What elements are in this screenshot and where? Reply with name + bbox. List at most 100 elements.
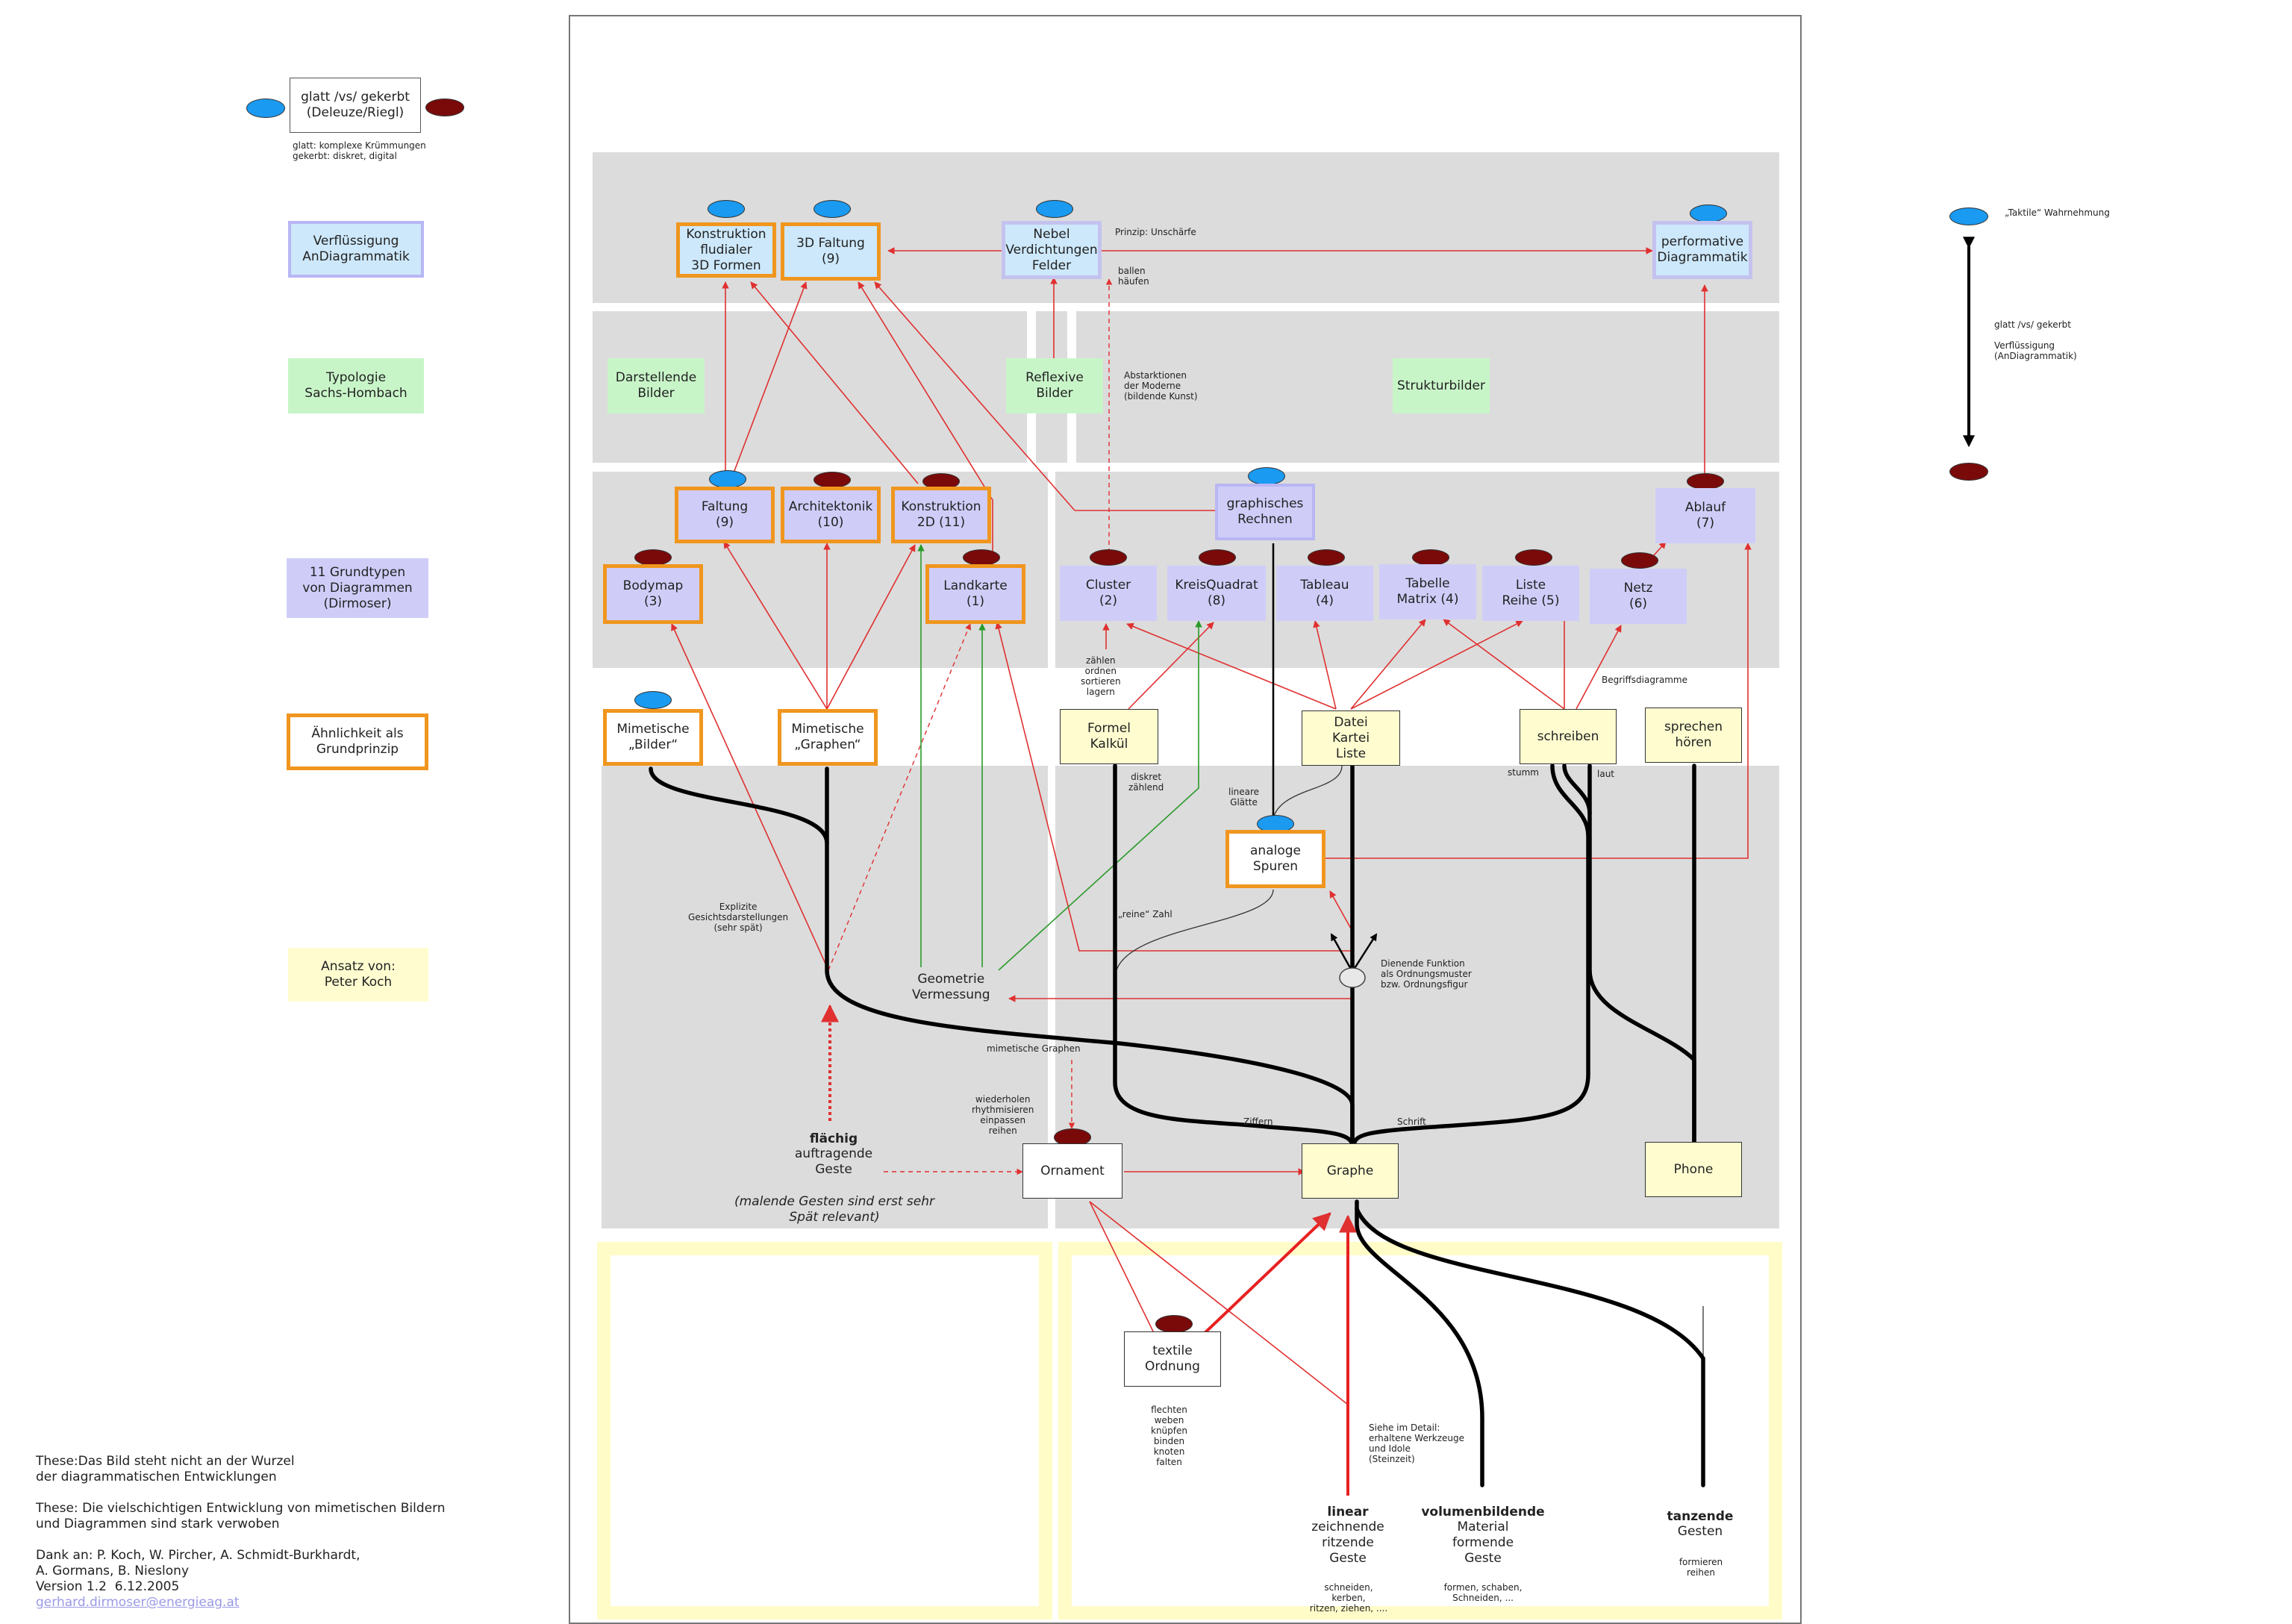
node-konstruktion-3d: Konstruktion fludialer 3D Formen — [676, 222, 776, 278]
row-label-typologie: Typologie Sachs-Hombach — [288, 358, 424, 413]
malende-note: (malende Gesten sind erst sehr Spät rele… — [734, 1194, 934, 1225]
node-textile-ordnung: textile Ordnung — [1124, 1331, 1221, 1387]
band-koch-left — [602, 766, 1048, 1228]
red-marker — [1412, 549, 1449, 566]
row-label-grundtypen: 11 Grundtypen von Diagrammen (Dirmoser) — [287, 558, 428, 618]
flaechig-label: auftragende Geste — [794, 1146, 873, 1177]
node-nebel: Nebel Verdichtungen Felder — [1002, 221, 1102, 279]
node-ornament: Ornament — [1022, 1143, 1122, 1199]
blue-marker — [634, 691, 672, 709]
legend-note: glatt: komplexe Krümmungen gekerbt: disk… — [293, 140, 426, 161]
node-kreisquadrat: KreisQuadrat (8) — [1167, 566, 1266, 621]
node-analoge-spuren: analoge Spuren — [1225, 830, 1325, 888]
node-graphisches-rechnen: graphisches Rechnen — [1215, 484, 1315, 540]
ziffern-label: Ziffern — [1243, 1116, 1273, 1127]
tanzende-note: formieren reihen — [1679, 1557, 1723, 1578]
node-darstellende-bilder: Darstellende Bilder — [608, 358, 705, 413]
mimetische-graphen-label: mimetische Graphen — [987, 1043, 1081, 1054]
flechten-label: flechten weben knüpfen binden knoten fal… — [1151, 1405, 1187, 1467]
thesis-line: der diagrammatischen Entwicklungen — [36, 1470, 277, 1484]
siehe-label: Siehe im Detail: erhaltene Werkzeuge und… — [1369, 1422, 1465, 1464]
zaehlen-label: zählen ordnen sortieren lagern — [1081, 655, 1121, 697]
node-landkarte: Landkarte (1) — [925, 564, 1025, 624]
tanzende-label: Gesten — [1677, 1524, 1723, 1539]
dienende-label: Dienende Funktion als Ordnungsmuster bzw… — [1381, 958, 1472, 990]
node-strukturbilder: Strukturbilder — [1393, 358, 1490, 413]
blue-marker — [1690, 204, 1727, 222]
node-architektonik: Architektonik (10) — [781, 487, 881, 543]
lineare-label: lineare Glätte — [1228, 787, 1260, 808]
node-3d-faltung: 3D Faltung (9) — [781, 222, 881, 281]
node-schreiben: schreiben — [1520, 709, 1617, 764]
node-datei-kartei-liste: Datei Kartei Liste — [1302, 710, 1400, 766]
node-reflexive-bilder: Reflexive Bilder — [1006, 358, 1103, 413]
red-marker — [1687, 473, 1724, 490]
node-performative: performative Diagrammatik — [1652, 221, 1752, 279]
red-marker — [1515, 549, 1552, 566]
node-phone: Phone — [1645, 1142, 1742, 1197]
node-graphe: Graphe — [1302, 1143, 1399, 1199]
node-bodymap: Bodymap (3) — [603, 564, 703, 624]
red-marker — [814, 472, 851, 488]
node-formel-kalkuel: Formel Kalkül — [1060, 709, 1158, 764]
explizite-label: Explizite Gesichtsdarstellungen (sehr sp… — [688, 902, 789, 933]
email-link[interactable]: gerhard.dirmoser@energieag.at — [36, 1595, 240, 1610]
red-marker — [425, 99, 464, 116]
red-marker — [1090, 549, 1127, 566]
blue-marker — [814, 200, 851, 218]
volumen-note: formen, schaben, Schneiden, ... — [1443, 1582, 1523, 1603]
red-marker — [1949, 463, 1988, 481]
volumen-heading: volumenbildende — [1421, 1505, 1545, 1520]
junction-node — [1339, 967, 1366, 988]
ballen-label: ballen häufen — [1118, 266, 1149, 287]
node-cluster: Cluster (2) — [1060, 566, 1157, 621]
blue-marker — [709, 470, 746, 488]
node-ablauf: Ablauf (7) — [1655, 488, 1755, 543]
red-marker — [1621, 552, 1658, 569]
blue-marker — [708, 200, 745, 218]
flaechig-heading: flächig — [809, 1131, 858, 1146]
blue-marker — [246, 99, 285, 118]
node-mimetische-bilder: Mimetische „Bilder“ — [603, 709, 703, 766]
node-mimetische-graphen: Mimetische „Graphen“ — [778, 709, 878, 766]
reine-zahl-label: „reine“ Zahl — [1118, 909, 1172, 919]
node-tableau: Tableau (4) — [1276, 566, 1373, 621]
blue-marker — [1949, 207, 1988, 225]
row-label-aehnlichkeit: Ähnlichkeit als Grundprinzip — [287, 713, 428, 770]
wiederholen-label: wiederholen rhythmisieren einpassen reih… — [972, 1094, 1034, 1136]
linear-heading: linear — [1327, 1505, 1369, 1520]
legend-taktile: „Taktile“ Wahrnehmung — [2005, 207, 2110, 218]
node-tabelle: Tabelle Matrix (4) — [1379, 564, 1476, 619]
prinzip-label: Prinzip: Unschärfe — [1115, 227, 1196, 237]
schrift-label: Schrift — [1397, 1116, 1426, 1127]
row-label-verfluessigung: Verflüssigung AnDiagrammatik — [288, 221, 424, 278]
thesis-line: These:Das Bild steht nicht an der Wurzel — [36, 1454, 295, 1469]
row-label-ansatz: Ansatz von: Peter Koch — [288, 948, 428, 1002]
node-sprechen-hoeren: sprechen hören — [1645, 708, 1742, 763]
thesis-text: These:Das Bild steht nicht an der Wurzel… — [36, 1454, 446, 1611]
diskret-label: diskret zählend — [1128, 772, 1164, 793]
node-konstruktion-2d: Konstruktion 2D (11) — [891, 487, 991, 543]
node-netz: Netz (6) — [1590, 569, 1687, 624]
red-marker — [1308, 549, 1345, 566]
begriffsdiagramme-label: Begriffsdiagramme — [1602, 675, 1687, 685]
laut-label: laut — [1597, 769, 1614, 779]
blue-marker — [1036, 200, 1073, 218]
node-liste: Liste Reihe (5) — [1482, 566, 1579, 621]
linear-note: schneiden, kerben, ritzen, ziehen, .... — [1309, 1582, 1388, 1614]
thesis-line: Dank an: P. Koch, W. Pircher, A. Schmidt… — [36, 1548, 360, 1563]
red-marker — [634, 549, 672, 566]
red-marker — [1155, 1315, 1193, 1333]
tanzende-heading: tanzende — [1667, 1509, 1734, 1524]
thesis-line: und Diagrammen sind stark verwoben — [36, 1517, 280, 1531]
red-marker — [963, 549, 1000, 566]
thesis-line: These: Die vielschichtigen Entwicklung v… — [36, 1501, 446, 1516]
red-marker — [1199, 549, 1236, 566]
legend-glatt-gekerbt: glatt /vs/ gekerbt (Deleuze/Riegl) — [290, 78, 421, 133]
thesis-line: A. Gormans, B. Nieslony — [36, 1564, 190, 1578]
stumm-label: stumm — [1508, 767, 1539, 778]
linear-label: zeichnende ritzende Geste — [1311, 1520, 1384, 1566]
blue-marker — [1248, 467, 1285, 485]
legend-right-note: glatt /vs/ gekerbt Verflüssigung (AnDiag… — [1994, 319, 2077, 361]
